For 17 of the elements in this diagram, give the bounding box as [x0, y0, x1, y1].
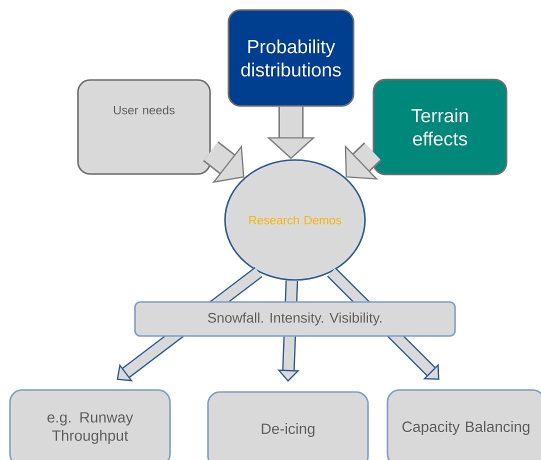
node-text: e.g. Runway Throughput	[47, 412, 134, 444]
node-text: User needs	[114, 106, 175, 114]
research-ellipse	[224, 159, 366, 281]
node-text: Research Demos	[249, 216, 342, 224]
block-arrow	[344, 142, 382, 180]
rounded-box	[372, 78, 508, 176]
node-text: Terrain effects	[412, 108, 468, 146]
rounded-box	[9, 389, 171, 460]
node-text: Probability distributions	[241, 39, 341, 77]
label-band: Snowfall. Intensity. Visibility.	[134, 301, 456, 337]
node-text: Capacity Balancing	[402, 421, 530, 435]
rounded-box	[228, 9, 354, 107]
rounded-box	[207, 391, 369, 460]
rounded-box	[77, 79, 211, 175]
node-text: De-icing	[262, 423, 314, 437]
rounded-box	[386, 389, 541, 460]
block-arrow	[203, 141, 244, 183]
